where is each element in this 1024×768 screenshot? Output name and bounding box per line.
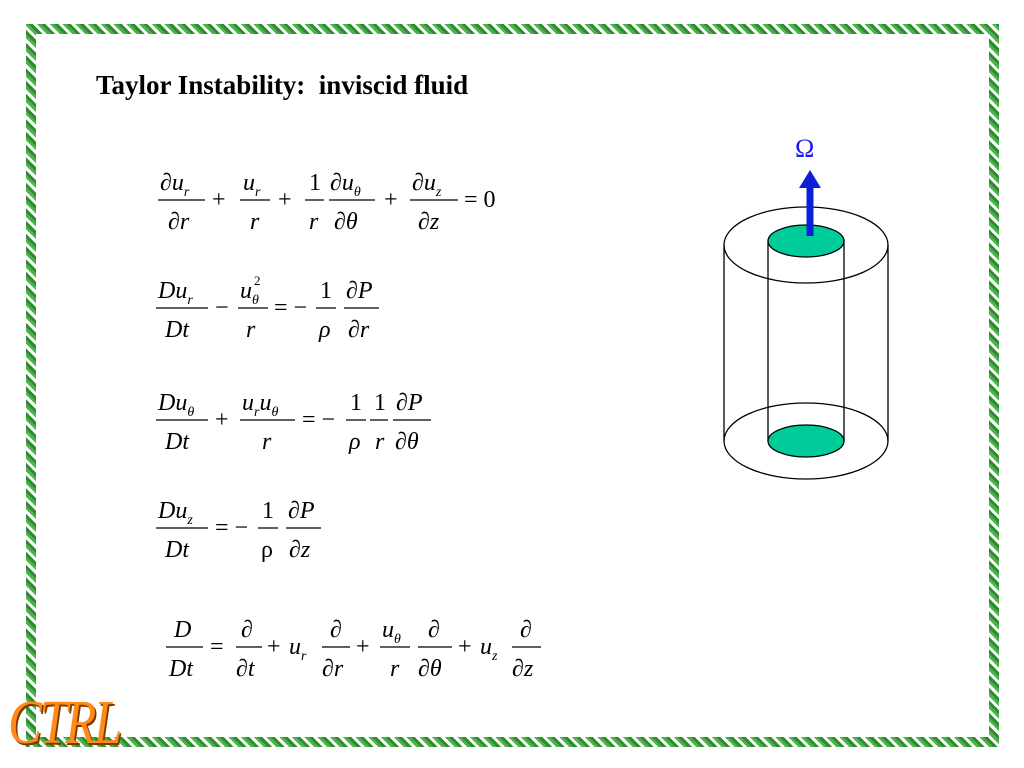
svg-text:uz: uz (480, 634, 498, 664)
svg-text:D: D (173, 617, 191, 643)
svg-text:∂: ∂ (241, 617, 253, 643)
svg-text:∂ur: ∂ur (160, 170, 190, 200)
svg-text:∂uz: ∂uz (412, 170, 442, 200)
ctrl-logo: CTRL (8, 689, 122, 757)
omega-label: Ω (795, 134, 814, 163)
svg-text:∂z: ∂z (289, 537, 311, 563)
svg-text:∂t: ∂t (236, 656, 256, 682)
svg-text:+: + (215, 407, 229, 433)
slide-border (26, 24, 999, 747)
svg-text:∂r: ∂r (322, 656, 344, 682)
svg-text:1: 1 (309, 170, 321, 196)
svg-text:+: + (356, 634, 370, 660)
svg-text:θ: θ (252, 293, 259, 308)
svg-text:ur: ur (289, 634, 307, 664)
inner-cylinder-top (767, 224, 845, 258)
cylinder-diagram (723, 206, 889, 480)
inner-cylinder-bottom (767, 424, 845, 458)
svg-text:r: r (375, 429, 385, 455)
svg-text:−: − (215, 295, 229, 321)
svg-text:+: + (458, 634, 472, 660)
svg-text:∂: ∂ (520, 617, 532, 643)
svg-text:∂θ: ∂θ (418, 656, 442, 682)
svg-text:Duθ: Duθ (157, 390, 194, 420)
svg-text:r: r (262, 429, 272, 455)
svg-text:Dt: Dt (164, 537, 190, 563)
slide-title: Taylor Instability: inviscid fluid (96, 70, 469, 100)
svg-text:∂P: ∂P (396, 390, 423, 416)
svg-text:∂: ∂ (428, 617, 440, 643)
svg-text:= −: = − (215, 515, 248, 541)
svg-text:ρ: ρ (348, 429, 361, 455)
equation-axial-momentum: Duz Dt = − 1 ρ ∂P ∂z (156, 498, 321, 563)
svg-text:+: + (384, 187, 398, 213)
svg-text:=: = (210, 634, 224, 660)
svg-text:= −: = − (302, 407, 335, 433)
svg-text:∂z: ∂z (418, 209, 440, 235)
equation-radial-momentum: Dur Dt − u 2 θ r = − 1 ρ ∂P ∂r (156, 273, 379, 343)
svg-text:∂: ∂ (330, 617, 342, 643)
svg-text:= −: = − (274, 295, 307, 321)
svg-text:ρ: ρ (318, 317, 331, 343)
svg-text:1: 1 (262, 498, 274, 524)
svg-text:∂uθ: ∂uθ (330, 170, 361, 200)
svg-text:uruθ: uruθ (242, 390, 278, 420)
svg-text:1: 1 (374, 390, 386, 416)
svg-text:r: r (309, 209, 319, 235)
svg-text:r: r (246, 317, 256, 343)
svg-text:uθ: uθ (382, 617, 401, 647)
svg-text:+: + (212, 187, 226, 213)
svg-text:∂P: ∂P (288, 498, 315, 524)
svg-text:+: + (267, 634, 281, 660)
equation-azimuthal-momentum: Duθ Dt + uruθ r = − 1 ρ 1 r ∂P ∂θ (156, 390, 431, 455)
svg-text:2: 2 (254, 273, 261, 288)
equation-material-derivative: D Dt = ∂ ∂t + ur ∂ ∂r + uθ r ∂ ∂θ + uz ∂… (166, 617, 541, 682)
svg-text:∂P: ∂P (346, 278, 373, 304)
svg-text:r: r (250, 209, 260, 235)
svg-text:Dt: Dt (168, 656, 194, 682)
svg-text:ρ: ρ (261, 537, 273, 563)
svg-text:Dt: Dt (164, 317, 190, 343)
svg-text:= 0: = 0 (464, 187, 496, 213)
svg-text:∂r: ∂r (348, 317, 370, 343)
svg-text:∂θ: ∂θ (334, 209, 358, 235)
svg-text:u: u (240, 278, 252, 304)
svg-text:∂θ: ∂θ (395, 429, 419, 455)
svg-text:∂r: ∂r (168, 209, 190, 235)
svg-text:Dur: Dur (157, 278, 193, 308)
equation-continuity: ∂ur ∂r + ur r + 1 r ∂uθ ∂θ + ∂uz ∂z = 0 (158, 170, 496, 235)
svg-text:Duz: Duz (157, 498, 193, 528)
svg-text:∂z: ∂z (512, 656, 534, 682)
svg-text:1: 1 (350, 390, 362, 416)
svg-text:+: + (278, 187, 292, 213)
svg-text:Dt: Dt (164, 429, 190, 455)
svg-text:r: r (390, 656, 400, 682)
rotation-arrow (799, 170, 821, 236)
svg-text:ur: ur (243, 170, 261, 200)
svg-text:1: 1 (320, 278, 332, 304)
